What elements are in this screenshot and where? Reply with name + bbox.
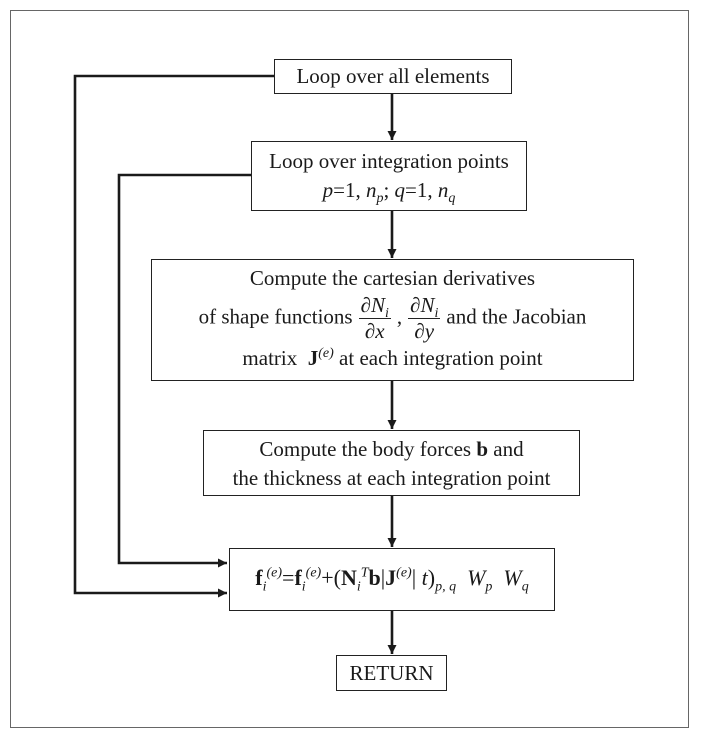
return-box: RETURN	[336, 655, 447, 691]
N-subscript: i	[356, 579, 361, 595]
f-symbol: f	[255, 565, 263, 590]
loop-points-ranges: p=1, np; q=1, nq	[252, 176, 526, 207]
N-transpose: T	[360, 565, 369, 581]
plus-open-paren: +(	[321, 565, 341, 590]
f-subscript-2: i	[301, 579, 306, 595]
fraction-comma: ,	[396, 304, 403, 329]
return-label: RETURN	[349, 661, 434, 685]
W-p-symbol: W	[467, 565, 486, 590]
jacobian-symbol: J	[307, 346, 319, 370]
q-range-start: =1,	[405, 178, 433, 202]
loop-points-label: Loop over integration points	[269, 149, 509, 173]
dN-dx-fraction: ∂Ni∂x	[358, 293, 391, 344]
W-p-subscript: p	[485, 579, 493, 595]
loop-back-elements	[73, 74, 274, 598]
jacobian-label: and the Jacobian	[446, 304, 587, 329]
J-symbol: J	[385, 565, 397, 590]
dN-numerator-2: ∂N	[410, 293, 435, 317]
force-vector-formula: fi(e)=fi(e)+(NiTb|J(e)| t)p, q Wp Wq	[255, 565, 528, 594]
integration-point-label: at each integration point	[339, 346, 543, 370]
W-q-symbol: W	[503, 565, 522, 590]
dN-subscript-2: i	[434, 306, 439, 322]
n-p-symbol: n	[365, 178, 377, 202]
body-forces-line-1: Compute the body forces b and	[204, 435, 579, 464]
loop-elements-box: Loop over all elements	[274, 59, 512, 94]
W-q-subscript: q	[521, 579, 529, 595]
matrix-label: matrix	[242, 346, 298, 370]
t-symbol: t	[421, 565, 428, 590]
p-symbol: p	[322, 178, 334, 202]
p-range-start: =1,	[333, 178, 361, 202]
cartesian-derivatives-box: Compute the cartesian derivatives of sha…	[151, 259, 634, 381]
dN-numerator: ∂N	[360, 293, 385, 317]
body-forces-label: Compute the body forces	[259, 437, 472, 461]
body-forces-line-2: the thickness at each integration point	[232, 466, 551, 490]
jacobian-superscript: (e)	[318, 346, 334, 361]
J-superscript: (e)	[396, 565, 412, 581]
f-subscript: i	[262, 579, 267, 595]
N-symbol: N	[340, 565, 357, 590]
b-symbol: b	[368, 565, 381, 590]
f-superscript-2: (e)	[305, 565, 322, 581]
derivatives-line-3: matrix J(e) at each integration point	[152, 344, 633, 373]
close-paren: )	[427, 565, 436, 590]
shape-functions-label: of shape functions	[198, 304, 353, 329]
force-vector-formula-box: fi(e)=fi(e)+(NiTb|J(e)| t)p, q Wp Wq	[229, 548, 555, 611]
n-q-symbol: n	[437, 178, 449, 202]
body-force-symbol: b	[476, 437, 489, 461]
det-bar-right: |	[411, 565, 417, 590]
derivatives-line-1: Compute the cartesian derivatives	[249, 266, 536, 290]
dN-subscript: i	[384, 306, 389, 322]
equals-sign: =	[282, 565, 295, 590]
loop-integration-points-box: Loop over integration points p=1, np; q=…	[251, 141, 527, 211]
body-forces-box: Compute the body forces b and the thickn…	[203, 430, 580, 496]
n-q-subscript: q	[448, 191, 456, 207]
n-p-subscript: p	[376, 191, 384, 207]
range-separator: ;	[383, 178, 390, 202]
dy-denominator: ∂y	[414, 319, 435, 343]
dN-dy-fraction: ∂Ni∂y	[408, 293, 441, 344]
loop-elements-label: Loop over all elements	[296, 64, 490, 88]
f-superscript: (e)	[266, 565, 283, 581]
pq-subscript: p, q	[435, 579, 457, 595]
q-symbol: q	[394, 178, 406, 202]
dx-denominator: ∂x	[364, 319, 385, 343]
f-symbol-2: f	[294, 565, 302, 590]
loop-back-integration-points	[117, 173, 251, 568]
body-forces-and: and	[493, 437, 524, 461]
diagram-frame	[10, 10, 689, 728]
det-bar-left: |	[380, 565, 386, 590]
